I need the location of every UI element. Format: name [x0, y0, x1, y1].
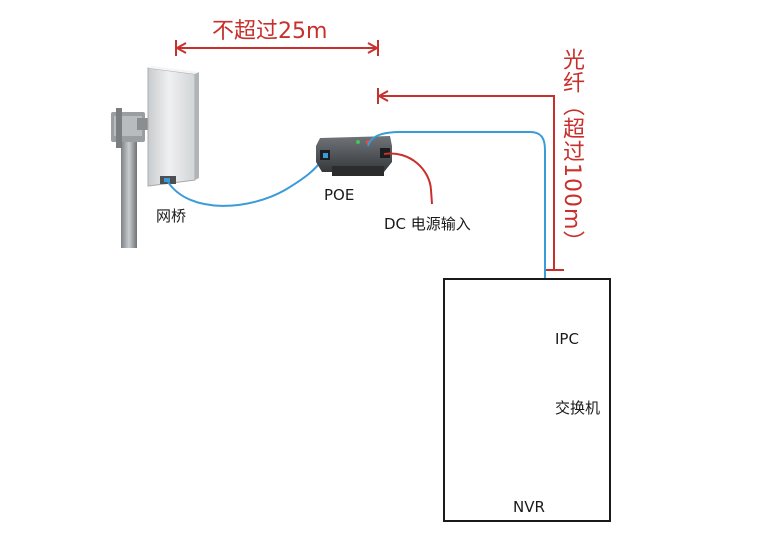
power-cable — [383, 152, 433, 205]
fiber-label: 光纤（超过100m） — [559, 48, 584, 254]
bridge-label: 网桥 — [156, 207, 187, 225]
monitoring-center-box — [443, 278, 611, 522]
distance-dimension — [174, 40, 380, 56]
antenna-panel-icon — [147, 66, 199, 187]
poe-label: POE — [324, 186, 355, 204]
distance-label: 不超过25m — [212, 19, 328, 44]
dc-input-label: DC 电源输入 — [384, 215, 471, 233]
nvr-label: NVR — [513, 498, 545, 516]
switch-label: 交换机 — [555, 399, 601, 417]
ipc-label: IPC — [555, 330, 579, 348]
antenna-pole — [111, 108, 151, 248]
fiber-route-arrow — [376, 88, 564, 271]
poe-injector-icon — [316, 136, 392, 176]
fiber-cable — [367, 131, 546, 278]
network-cable-bridge-poe — [167, 159, 323, 207]
